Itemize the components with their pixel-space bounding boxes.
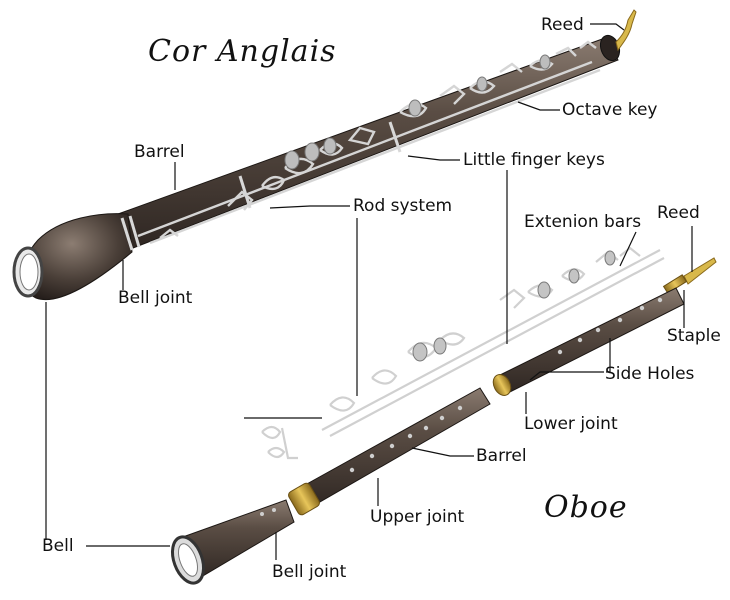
label-side-holes: Side Holes (605, 364, 695, 384)
label-rod-system: Rod system (353, 196, 453, 216)
leader-lines (45, 23, 693, 560)
oboe-title: Oboe (544, 490, 628, 525)
label-bell-joint-bottom: Bell joint (272, 562, 347, 582)
oboe-reed-assembly (662, 257, 717, 294)
oboe-key-cups (412, 250, 616, 362)
oboe-reed (683, 257, 717, 285)
cor-anglais-reed (615, 9, 637, 52)
oboe-upper-joint (288, 387, 491, 516)
label-little-finger-keys: Little finger keys (463, 150, 605, 170)
cor-anglais-bell-rim (19, 253, 39, 291)
oboe-staple (662, 274, 688, 294)
label-lower-joint: Lower joint (524, 414, 618, 434)
oboe-upper-joint-holes (349, 405, 463, 473)
label-upper-joint: Upper joint (370, 507, 465, 527)
oboe-lower-joint (492, 287, 685, 396)
oboe-lower-joint-holes (557, 297, 663, 355)
cor-anglais-title: Cor Anglais (148, 34, 337, 69)
oboe-bell-joint (170, 499, 295, 585)
label-staple: Staple (667, 326, 721, 346)
label-barrel-top: Barrel (134, 142, 185, 162)
cor-anglais-key-cups (284, 54, 551, 170)
label-bell: Bell (42, 536, 74, 556)
label-extension-bars: Extenion bars (524, 212, 642, 232)
label-bell-joint-top: Bell joint (118, 288, 193, 308)
label-reed-top: Reed (541, 15, 584, 35)
label-reed-right: Reed (657, 203, 700, 223)
cor-anglais-instrument (12, 9, 637, 300)
label-barrel-bottom: Barrel (476, 446, 527, 466)
label-octave-key: Octave key (562, 100, 658, 120)
